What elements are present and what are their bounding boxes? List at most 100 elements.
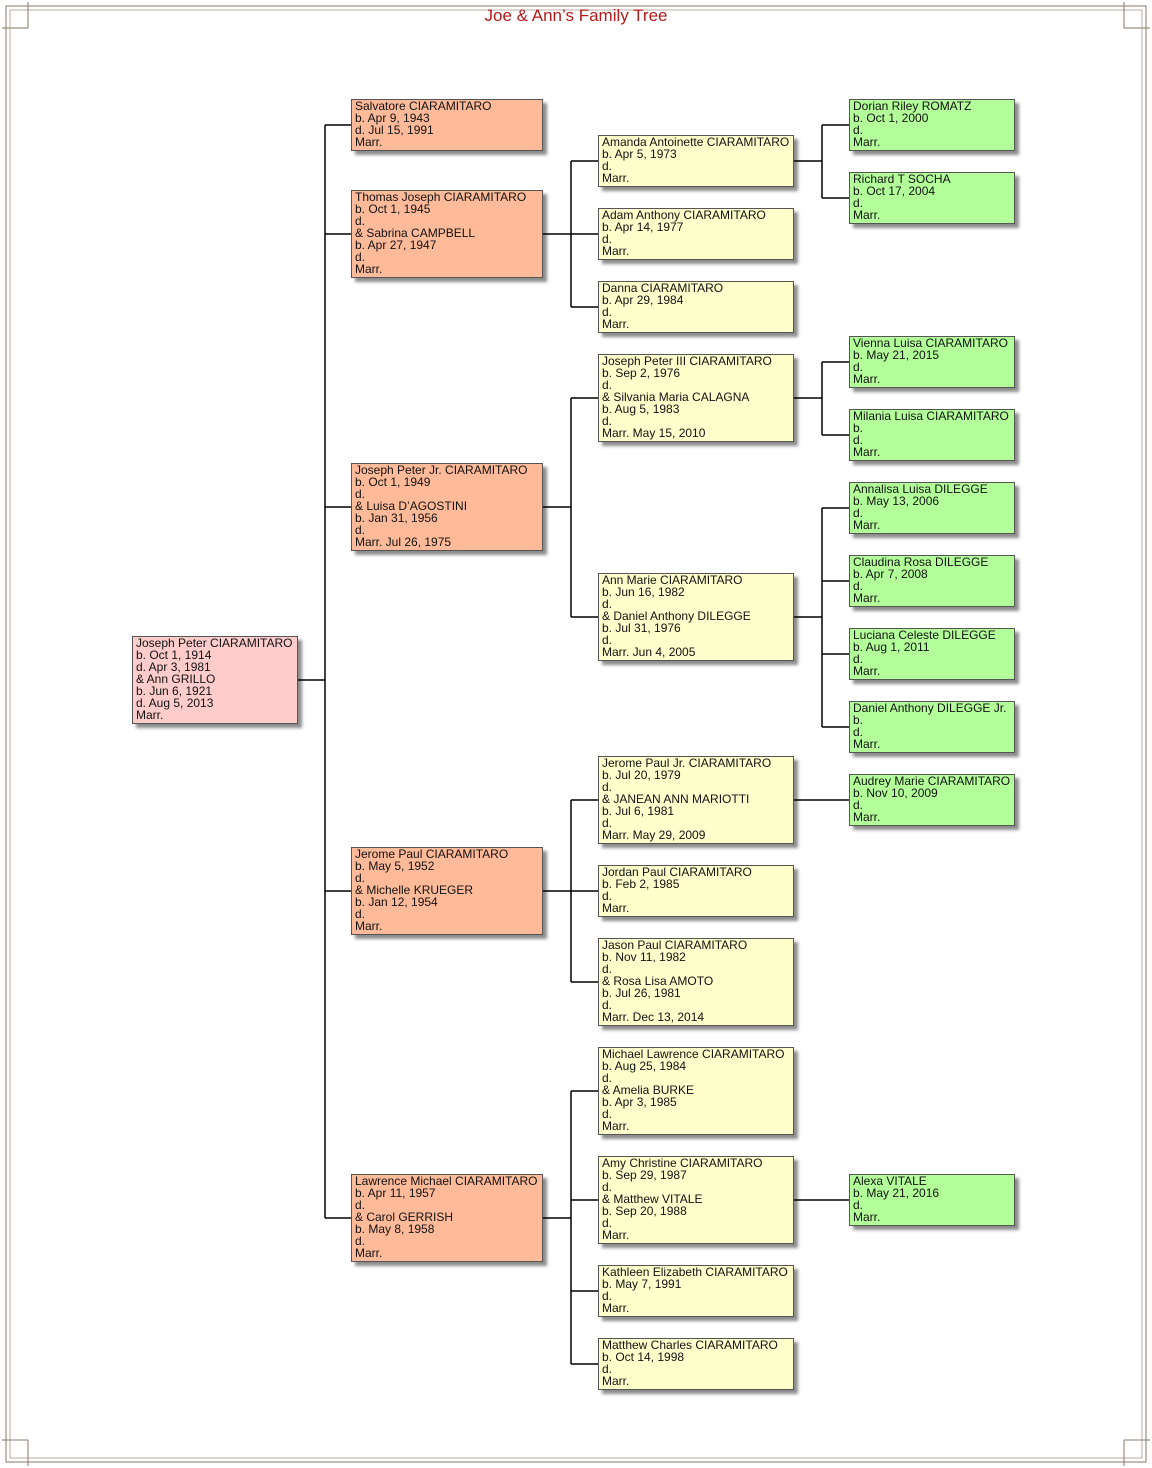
- person-detail-line: d.: [355, 871, 366, 885]
- person-detail-line: d.: [853, 506, 864, 520]
- person-detail-line: & Ann GRILLO: [136, 672, 216, 686]
- person-detail-line: d.: [853, 433, 864, 447]
- person-detail-line: Marr.: [853, 737, 881, 751]
- person-detail-line: Marr. Jul 26, 1975: [355, 535, 452, 549]
- person-detail-line: d.: [602, 1216, 613, 1230]
- person-detail-line: d.: [853, 196, 864, 210]
- person-daniel-anthony-dilegge-jr[interactable]: Daniel Anthony DILEGGE Jr.b.d.Marr.: [849, 701, 1015, 753]
- person-detail-line: b. Aug 5, 1983: [602, 402, 680, 416]
- person-name: Amanda Antoinette CIARAMITARO: [602, 135, 790, 149]
- person-detail-line: b. Oct 17, 2004: [853, 184, 936, 198]
- person-detail-line: Marr.: [602, 244, 630, 258]
- person-detail-line: Marr.: [853, 810, 881, 824]
- person-detail-line: b. Aug 25, 1984: [602, 1059, 687, 1073]
- person-detail-line: b. Apr 9, 1943: [355, 111, 430, 125]
- person-name: Matthew Charles CIARAMITARO: [602, 1338, 778, 1352]
- person-detail-line: Marr.: [853, 445, 881, 459]
- person-detail-line: Marr.: [355, 919, 383, 933]
- person-detail-line: d.: [853, 360, 864, 374]
- person-detail-line: b. Oct 1, 1945: [355, 202, 431, 216]
- person-detail-line: Marr.: [853, 372, 881, 386]
- person-detail-line: Marr.: [853, 664, 881, 678]
- person-detail-line: d.: [602, 998, 613, 1012]
- person-detail-line: b. Feb 2, 1985: [602, 877, 680, 891]
- person-detail-line: & Silvania Maria CALAGNA: [602, 390, 750, 404]
- person-detail-line: d.: [602, 1180, 613, 1194]
- person-detail-line: Marr.: [602, 1301, 630, 1315]
- person-detail-line: d.: [355, 487, 366, 501]
- person-name: Claudina Rosa DILEGGE: [853, 555, 989, 569]
- person-detail-line: Marr.: [602, 1374, 630, 1388]
- person-detail-line: d.: [602, 305, 613, 319]
- person-detail-line: d.: [355, 1234, 366, 1248]
- person-detail-line: Marr.: [355, 135, 383, 149]
- person-name: Ann Marie CIARAMITARO: [602, 573, 743, 587]
- person-name: Salvatore CIARAMITARO: [355, 99, 492, 113]
- person-detail-line: b. Apr 27, 1947: [355, 238, 437, 252]
- person-detail-line: d.: [853, 123, 864, 137]
- person-detail-line: Marr. Jun 4, 2005: [602, 645, 696, 659]
- person-detail-line: Marr.: [853, 135, 881, 149]
- person-detail-line: d.: [853, 725, 864, 739]
- person-detail-line: b. Jun 6, 1921: [136, 684, 213, 698]
- person-detail-line: b. Jul 20, 1979: [602, 768, 681, 782]
- person-detail-line: d. Apr 3, 1981: [136, 660, 211, 674]
- person-detail-line: & Daniel Anthony DILEGGE: [602, 609, 751, 623]
- person-detail-line: d.: [602, 633, 613, 647]
- person-detail-line: d.: [853, 798, 864, 812]
- person-detail-line: & Luisa D’AGOSTINI: [355, 499, 468, 513]
- person-detail-line: b. May 5, 1952: [355, 859, 435, 873]
- person-detail-line: b. Apr 14, 1977: [602, 220, 684, 234]
- person-detail-line: b. May 21, 2016: [853, 1186, 940, 1200]
- person-detail-line: Marr. Dec 13, 2014: [602, 1010, 705, 1024]
- person-detail-line: b. Oct 1, 1949: [355, 475, 431, 489]
- person-detail-line: b. Jun 16, 1982: [602, 585, 685, 599]
- person-detail-line: b. May 7, 1991: [602, 1277, 682, 1291]
- person-detail-line: b. Nov 10, 2009: [853, 786, 938, 800]
- person-detail-line: d.: [853, 579, 864, 593]
- person-detail-line: d.: [355, 523, 366, 537]
- person-detail-line: d.: [602, 1071, 613, 1085]
- person-detail-line: b. Jan 12, 1954: [355, 895, 438, 909]
- person-detail-line: b. Apr 11, 1957: [355, 1186, 436, 1200]
- person-detail-line: Marr.: [136, 708, 164, 722]
- person-detail-line: b. Aug 1, 2011: [853, 640, 930, 654]
- person-detail-line: Marr.: [602, 901, 630, 915]
- person-detail-line: d.: [355, 907, 366, 921]
- person-detail-line: b. Oct 1, 1914: [136, 648, 212, 662]
- chart-title: Joe & Ann’s Family Tree: [484, 6, 668, 25]
- person-name: Milania Luisa CIARAMITARO: [853, 409, 1009, 423]
- person-detail-line: & JANEAN ANN MARIOTTI: [602, 792, 750, 806]
- person-name: Annalisa Luisa DILEGGE: [853, 482, 988, 496]
- person-detail-line: d.: [602, 232, 613, 246]
- person-detail-line: Marr.: [853, 208, 881, 222]
